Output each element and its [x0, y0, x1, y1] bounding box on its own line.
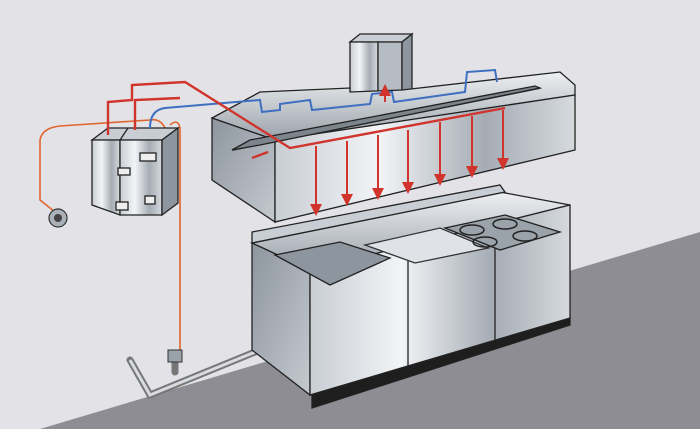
griddle: [362, 227, 491, 264]
burners: [442, 214, 563, 251]
nozzle-arrows: [310, 84, 509, 216]
gas-pipe-highlight: [128, 350, 256, 397]
kitchen-hood: [210, 71, 576, 224]
control-panel[interactable]: [90, 126, 180, 217]
cooking-line: [249, 184, 571, 409]
gas-valve-icon[interactable]: [167, 349, 183, 363]
sink: [273, 241, 392, 286]
detection-line: [39, 118, 181, 361]
manual-pull-station-icon[interactable]: [48, 208, 68, 228]
discharge-piping: [106, 80, 506, 160]
gas-shutoff-line: [149, 68, 498, 129]
